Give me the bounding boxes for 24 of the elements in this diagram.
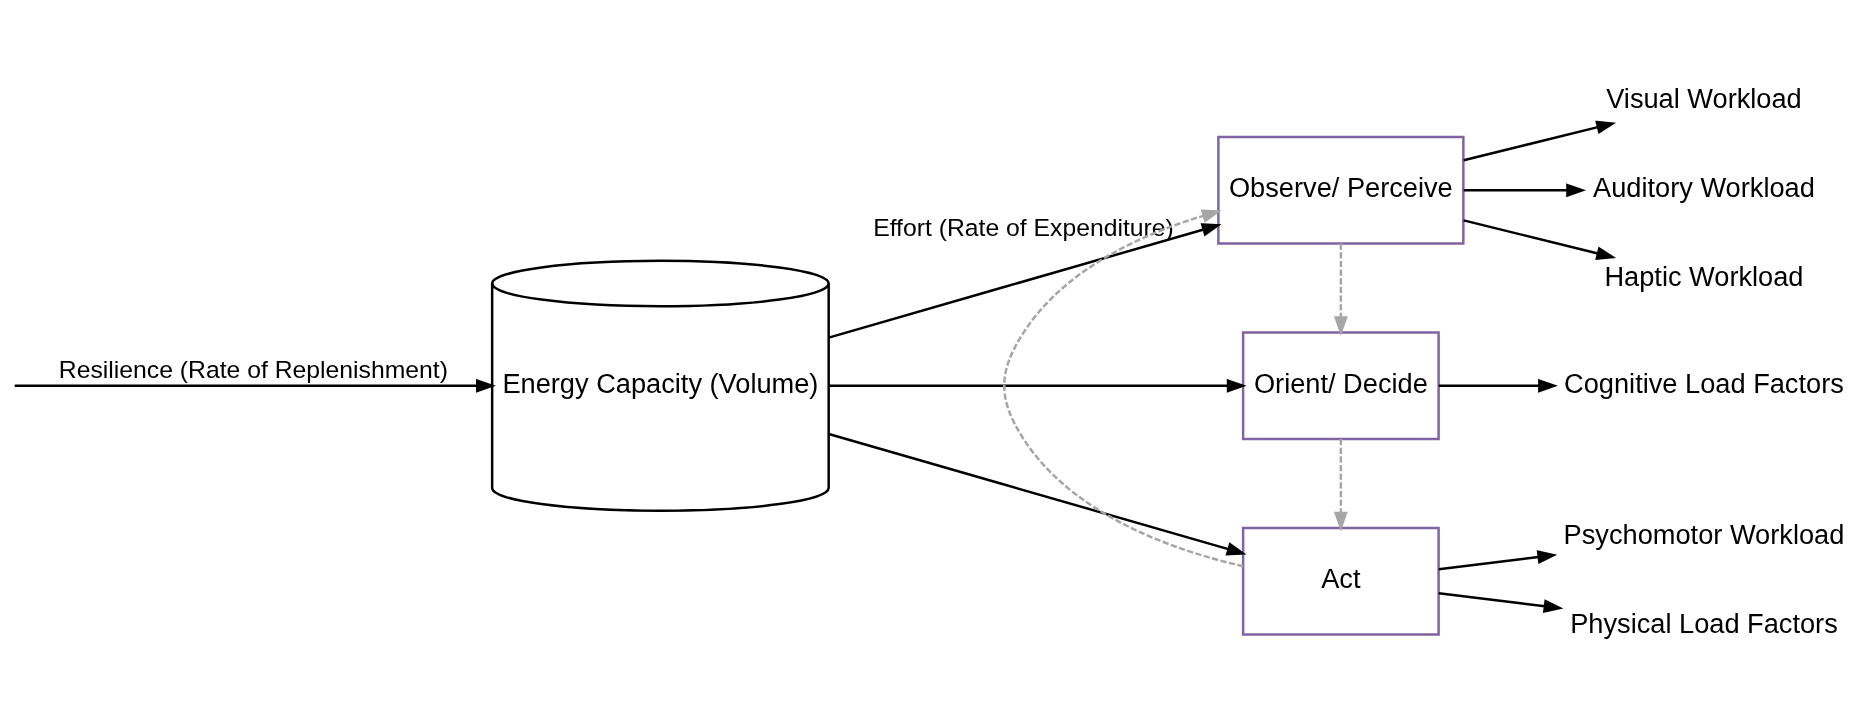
arrow xyxy=(1333,438,1348,532)
arrow xyxy=(1438,591,1564,613)
arrow xyxy=(1438,378,1558,393)
arrow xyxy=(1333,243,1348,336)
node-text: Cognitive Load Factors xyxy=(1564,367,1844,399)
node-text: Physical Load Factors xyxy=(1570,607,1838,639)
arrow xyxy=(1463,182,1586,197)
node-text: Visual Workload xyxy=(1606,82,1802,114)
node-box: Observe/ Perceive xyxy=(1217,135,1465,245)
node-text: Auditory Workload xyxy=(1593,171,1815,203)
arrow xyxy=(1463,120,1617,161)
edge-label: Resilience (Rate of Replenishment) xyxy=(58,355,448,383)
edge-label: Effort (Rate of Expenditure) xyxy=(873,213,1174,241)
arrow xyxy=(1463,218,1617,260)
node-text: Haptic Workload xyxy=(1604,260,1804,292)
node-text: Psychomotor Workload xyxy=(1563,518,1845,550)
node-box: Act xyxy=(1241,526,1440,636)
node-box: Orient/ Decide xyxy=(1241,330,1440,440)
arrow xyxy=(828,432,1247,556)
arrow xyxy=(1438,549,1558,571)
arrow xyxy=(14,378,496,393)
arrow xyxy=(828,222,1222,339)
arrow xyxy=(828,378,1247,393)
arrow xyxy=(1003,208,1244,567)
